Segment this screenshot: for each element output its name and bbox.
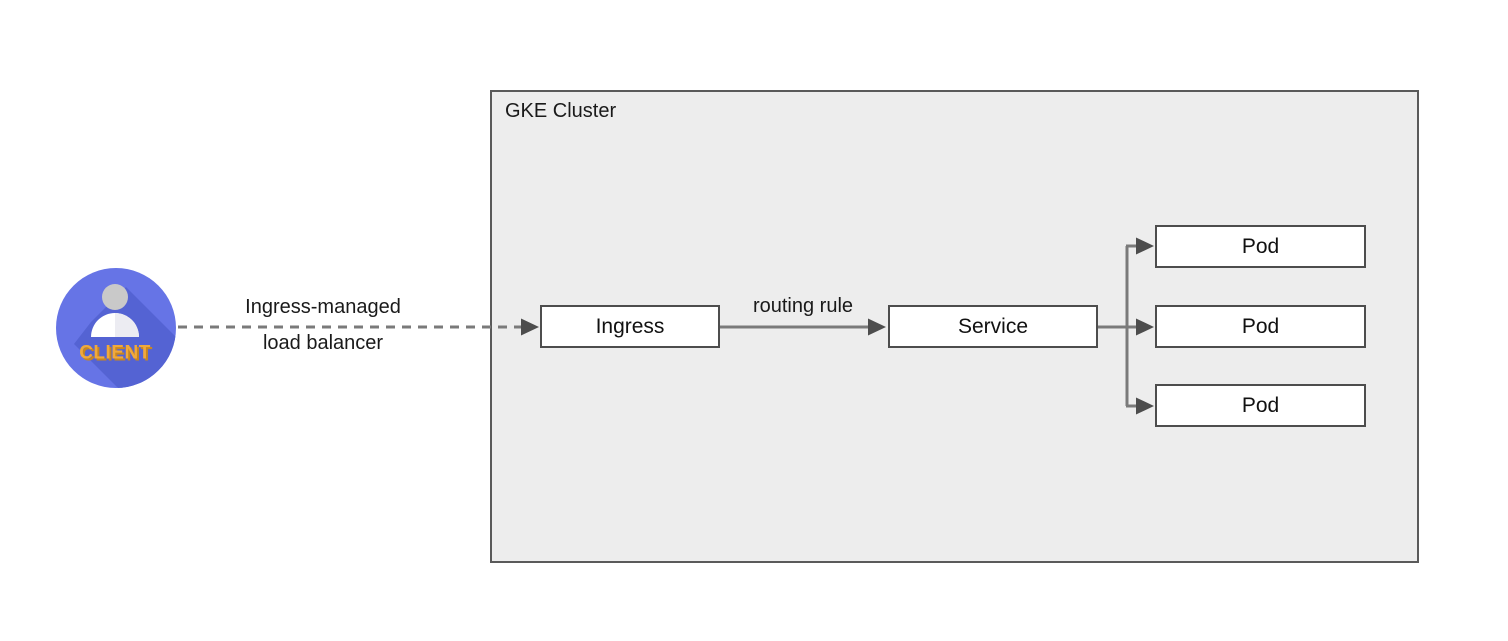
node-pod-2: Pod [1155,305,1366,348]
node-pod-3-label: Pod [1241,393,1280,417]
node-pod-1: Pod [1155,225,1366,268]
node-pod-1-label: Pod [1241,234,1280,258]
client-person-body-shade [115,313,139,337]
client-label: CLIENT [79,343,151,364]
node-ingress: Ingress [540,305,720,348]
node-pod-3: Pod [1155,384,1366,427]
client-person-head [102,284,128,310]
node-ingress-label: Ingress [595,314,665,338]
routing-rule-label: routing rule [752,295,854,317]
client-icon: CLIENT CLIENT [56,268,176,388]
node-service-label: Service [957,314,1029,338]
client-label-shadow: CLIENT [81,345,153,366]
node-service: Service [888,305,1098,348]
load-balancer-label: Ingress-managed load balancer [205,289,441,361]
load-balancer-label-line2: load balancer [262,332,384,354]
node-pod-2-label: Pod [1241,314,1280,338]
gke-cluster-title: GKE Cluster [505,100,617,122]
load-balancer-label-line1: Ingress-managed [245,296,401,318]
